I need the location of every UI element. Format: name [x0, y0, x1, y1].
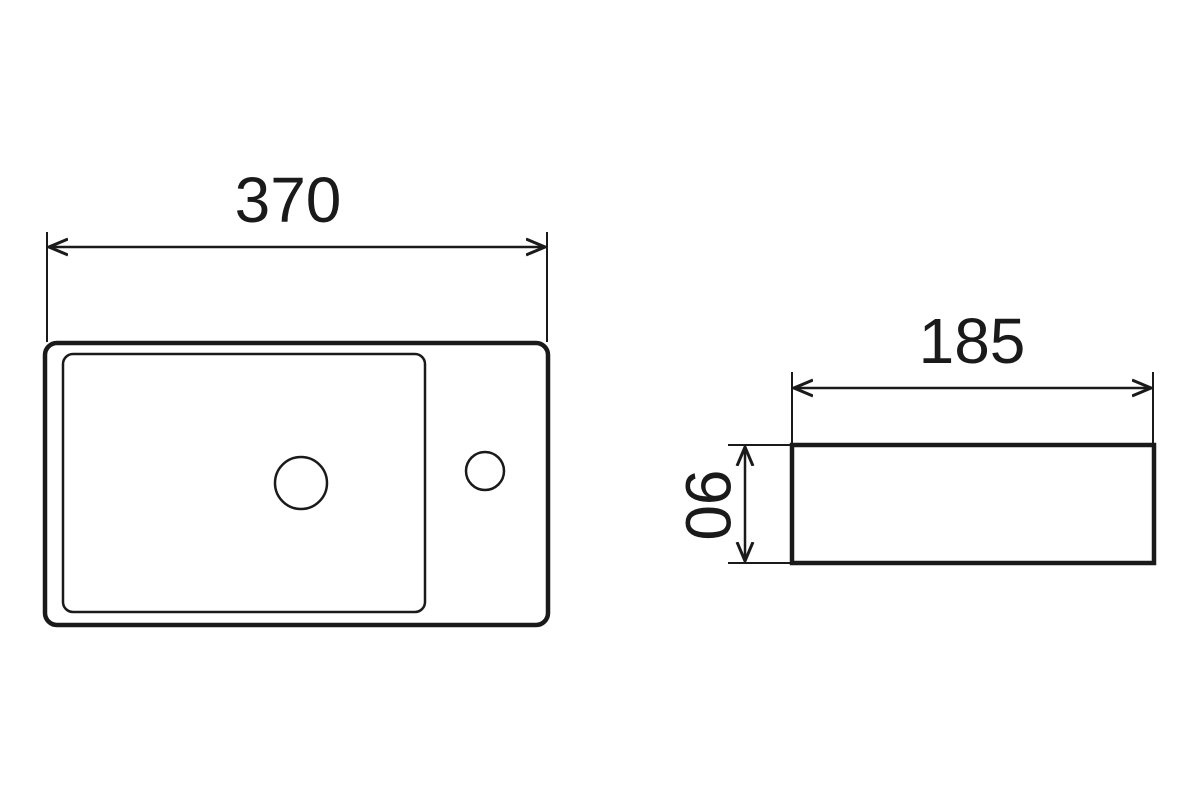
- basin-outer-outline: [42, 340, 551, 628]
- basin-side-profile: [789, 442, 1157, 566]
- depth-dimension-label: 185: [919, 305, 1026, 377]
- drain-hole: [273, 455, 329, 511]
- height-dimension-label: 90: [672, 469, 744, 540]
- basin-bowl-outline: [61, 352, 427, 614]
- width-dimension-label: 370: [235, 164, 342, 236]
- tap-hole: [464, 450, 506, 492]
- side-view: 185 90: [672, 305, 1157, 566]
- top-view: 370: [42, 164, 551, 628]
